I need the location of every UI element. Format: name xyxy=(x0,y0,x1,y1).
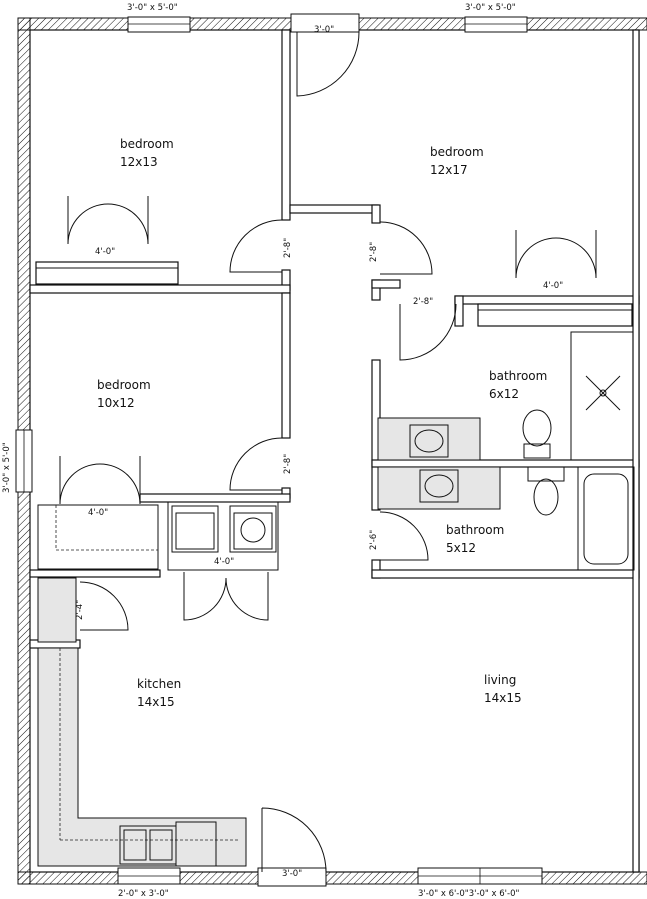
dim-door-bath-lower: 2'-6" xyxy=(369,530,379,550)
dim-window-top-right: 3'-0" x 5'-0" xyxy=(465,3,516,13)
room-name-bathroom-upper: bathroom xyxy=(489,369,547,383)
dim-door-bath-upper: 2'-8" xyxy=(413,297,433,307)
dim-door-bed3: 2'-8" xyxy=(283,454,293,474)
room-name-bedroom-top-left: bedroom xyxy=(120,137,174,151)
room-name-bedroom-mid-left: bedroom xyxy=(97,378,151,392)
dim-window-kitchen: 2'-0" x 3'-0" xyxy=(118,889,169,899)
dim-window-top-left: 3'-0" x 5'-0" xyxy=(127,3,178,13)
room-size-bedroom-top-left: 12x13 xyxy=(120,155,158,169)
dim-closet-bed1: 4'-0" xyxy=(95,247,115,257)
dim-closet-bed2: 4'-0" xyxy=(543,281,563,291)
door-swings xyxy=(59,31,597,873)
dim-door-front-top: 3'-0" xyxy=(314,25,334,35)
exterior-walls xyxy=(17,17,647,885)
room-name-bedroom-top-right: bedroom xyxy=(430,145,484,159)
interior-walls xyxy=(29,29,640,873)
dim-pantry-door: 2'-4" xyxy=(75,600,85,620)
room-name-living: living xyxy=(484,673,516,687)
dim-closet-bed3: 4'-0" xyxy=(88,508,108,518)
dimension-labels: 3'-0" x 5'-0" 3'-0" x 5'-0" 3'-0" 4'-0" … xyxy=(2,3,563,899)
dim-door-bed1: 2'-8" xyxy=(283,238,293,258)
openings xyxy=(15,13,543,887)
laundry-appliances xyxy=(171,505,277,553)
dim-window-living: 3'-0" x 6'-0"3'-0" x 6'-0" xyxy=(418,889,519,899)
dim-window-left: 3'-0" x 5'-0" xyxy=(2,442,12,493)
room-size-bathroom-upper: 6x12 xyxy=(489,387,519,401)
room-labels: bedroom 12x13 bedroom 12x17 bedroom 10x1… xyxy=(97,137,547,709)
room-size-living: 14x15 xyxy=(484,691,522,705)
room-size-bedroom-mid-left: 10x12 xyxy=(97,396,135,410)
kitchen-counters xyxy=(37,577,247,867)
bathroom-fixtures xyxy=(377,331,635,571)
closets xyxy=(35,261,633,571)
dim-door-front-bottom: 3'-0" xyxy=(282,869,302,879)
room-name-kitchen: kitchen xyxy=(137,677,181,691)
room-name-bathroom-lower: bathroom xyxy=(446,523,504,537)
room-size-bathroom-lower: 5x12 xyxy=(446,541,476,555)
dim-laundry-closet: 4'-0" xyxy=(214,557,234,567)
room-size-kitchen: 14x15 xyxy=(137,695,175,709)
dim-door-bed2: 2'-8" xyxy=(369,242,379,262)
room-size-bedroom-top-right: 12x17 xyxy=(430,163,468,177)
